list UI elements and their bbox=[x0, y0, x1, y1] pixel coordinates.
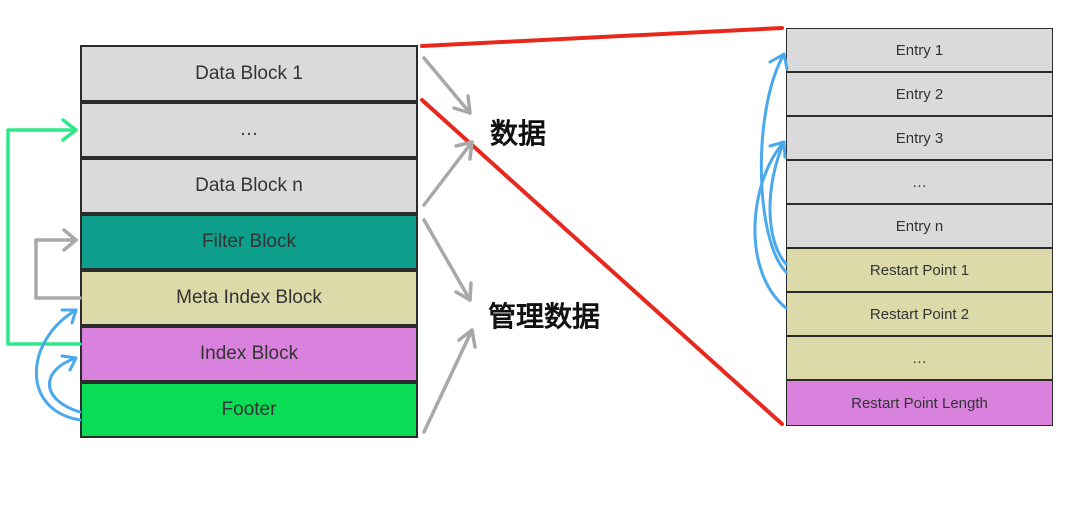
restart-to-entry-arrows bbox=[753, 52, 789, 310]
restart-point-2-label: Restart Point 2 bbox=[869, 305, 970, 323]
data-block-n: Data Block n bbox=[80, 158, 418, 214]
entry-3: Entry 3 bbox=[786, 116, 1053, 160]
zoom-line-top bbox=[420, 26, 784, 48]
entry-1: Entry 1 bbox=[786, 28, 1053, 72]
data-section-label: 数据 bbox=[490, 117, 547, 150]
restart-point-length-label: Restart Point Length bbox=[851, 394, 988, 412]
entry-1-label: Entry 1 bbox=[895, 41, 944, 59]
entry-n-label: Entry n bbox=[895, 217, 944, 235]
index-block-label: Index Block bbox=[199, 343, 299, 364]
data-block-1: Data Block 1 bbox=[80, 45, 418, 102]
filter-block-label: Filter Block bbox=[202, 231, 296, 252]
index-block: Index Block bbox=[80, 326, 418, 382]
footer-block: Footer bbox=[80, 382, 418, 438]
data-block-n-label: Data Block n bbox=[195, 175, 303, 196]
entry-3-label: Entry 3 bbox=[895, 129, 944, 147]
meta-index-to-filter-arrow bbox=[34, 228, 82, 300]
meta-data-section-label: 管理数据 bbox=[488, 300, 601, 333]
grey-arrow-data-bottom bbox=[422, 140, 474, 207]
restart-point-2: Restart Point 2 bbox=[786, 292, 1053, 336]
data-block-1-label: Data Block 1 bbox=[195, 62, 303, 84]
entry-ellipsis-label: … bbox=[912, 173, 927, 191]
restart-point-length: Restart Point Length bbox=[786, 380, 1053, 426]
data-block-ellipsis: … bbox=[80, 102, 418, 158]
footer-block-label: Footer bbox=[221, 399, 277, 420]
entry-2-label: Entry 2 bbox=[895, 85, 944, 103]
entry-2: Entry 2 bbox=[786, 72, 1053, 116]
data-block-ellipsis-label: … bbox=[239, 119, 259, 140]
footer-to-index-arrows bbox=[34, 308, 82, 422]
restart-point-1: Restart Point 1 bbox=[786, 248, 1053, 292]
entry-n: Entry n bbox=[786, 204, 1053, 248]
entry-ellipsis: … bbox=[786, 160, 1053, 204]
zoom-line-bottom bbox=[420, 98, 784, 426]
meta-index-block: Meta Index Block bbox=[80, 270, 418, 326]
index-to-data-arrow bbox=[6, 118, 82, 346]
restart-point-ellipsis-label: … bbox=[912, 349, 927, 367]
grey-arrow-meta-bottom bbox=[422, 328, 477, 434]
restart-point-ellipsis: … bbox=[786, 336, 1053, 380]
meta-index-block-label: Meta Index Block bbox=[176, 287, 322, 308]
grey-arrow-meta-top bbox=[422, 218, 473, 302]
restart-point-1-label: Restart Point 1 bbox=[869, 261, 970, 279]
grey-arrow-data-top bbox=[422, 56, 472, 115]
filter-block: Filter Block bbox=[80, 214, 418, 270]
